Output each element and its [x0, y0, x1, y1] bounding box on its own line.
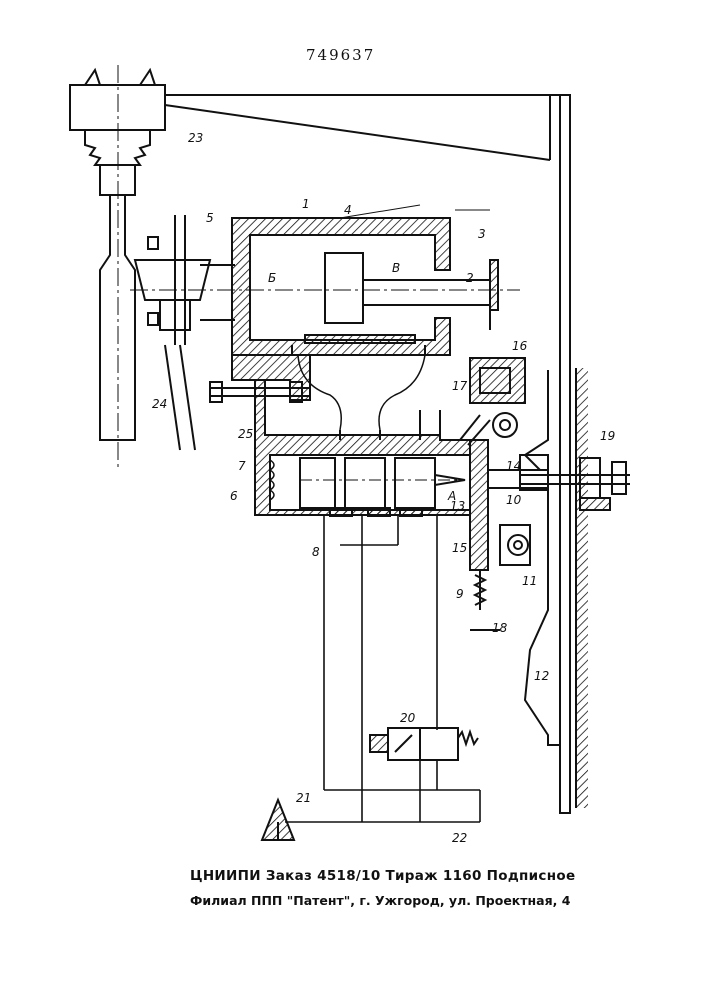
- callout-23: 23: [188, 131, 203, 145]
- callout-10: 10: [506, 493, 522, 507]
- supply-21: [262, 800, 294, 840]
- callout-14: 14: [506, 459, 521, 473]
- callout-22: 22: [452, 831, 467, 845]
- chamber-label-left: Б: [268, 271, 276, 285]
- ground-hatch: [576, 368, 588, 808]
- callout-15: 15: [452, 541, 467, 555]
- spindle-head: [70, 65, 165, 470]
- imprint-order-line: ЦНИИПИ Заказ 4518/10 Тираж 1160 Подписно…: [190, 868, 575, 884]
- callout-20: 20: [400, 711, 416, 725]
- callout-25: 25: [238, 427, 253, 441]
- callout-12: 12: [534, 669, 549, 683]
- cam-plate-12: [520, 370, 560, 745]
- callout-24: 24: [152, 397, 167, 411]
- callout-16: 16: [512, 339, 528, 353]
- callout-11: 11: [522, 574, 537, 588]
- callout-17: 17: [452, 379, 468, 393]
- tool-shaft: [100, 195, 135, 440]
- callout-4: 4: [344, 203, 352, 217]
- callout-6: 6: [230, 489, 238, 503]
- callout-3: 3: [478, 227, 486, 241]
- callout-7: 7: [238, 459, 246, 473]
- chamber-label-right: В: [392, 261, 400, 275]
- port-label: А: [447, 489, 456, 503]
- callout-1: 1: [302, 197, 310, 211]
- callout-8: 8: [312, 545, 320, 559]
- callout-5: 5: [206, 211, 214, 225]
- follower-assembly: [460, 358, 548, 630]
- callout-2: 2: [466, 271, 474, 285]
- callout-21: 21: [296, 791, 311, 805]
- callout-18: 18: [492, 621, 508, 635]
- clamp-5: [130, 215, 520, 450]
- pneumatic-lines: [285, 515, 480, 822]
- cylinder-hoses: [298, 355, 425, 430]
- valve-7: [255, 380, 470, 516]
- valve-20: [370, 728, 478, 760]
- imprint-publisher-line: Филиал ППП "Патент", г. Ужгород, ул. Про…: [190, 893, 570, 908]
- callout-19: 19: [600, 429, 615, 443]
- cylinder-1: [232, 205, 498, 400]
- callout-9: 9: [456, 587, 464, 601]
